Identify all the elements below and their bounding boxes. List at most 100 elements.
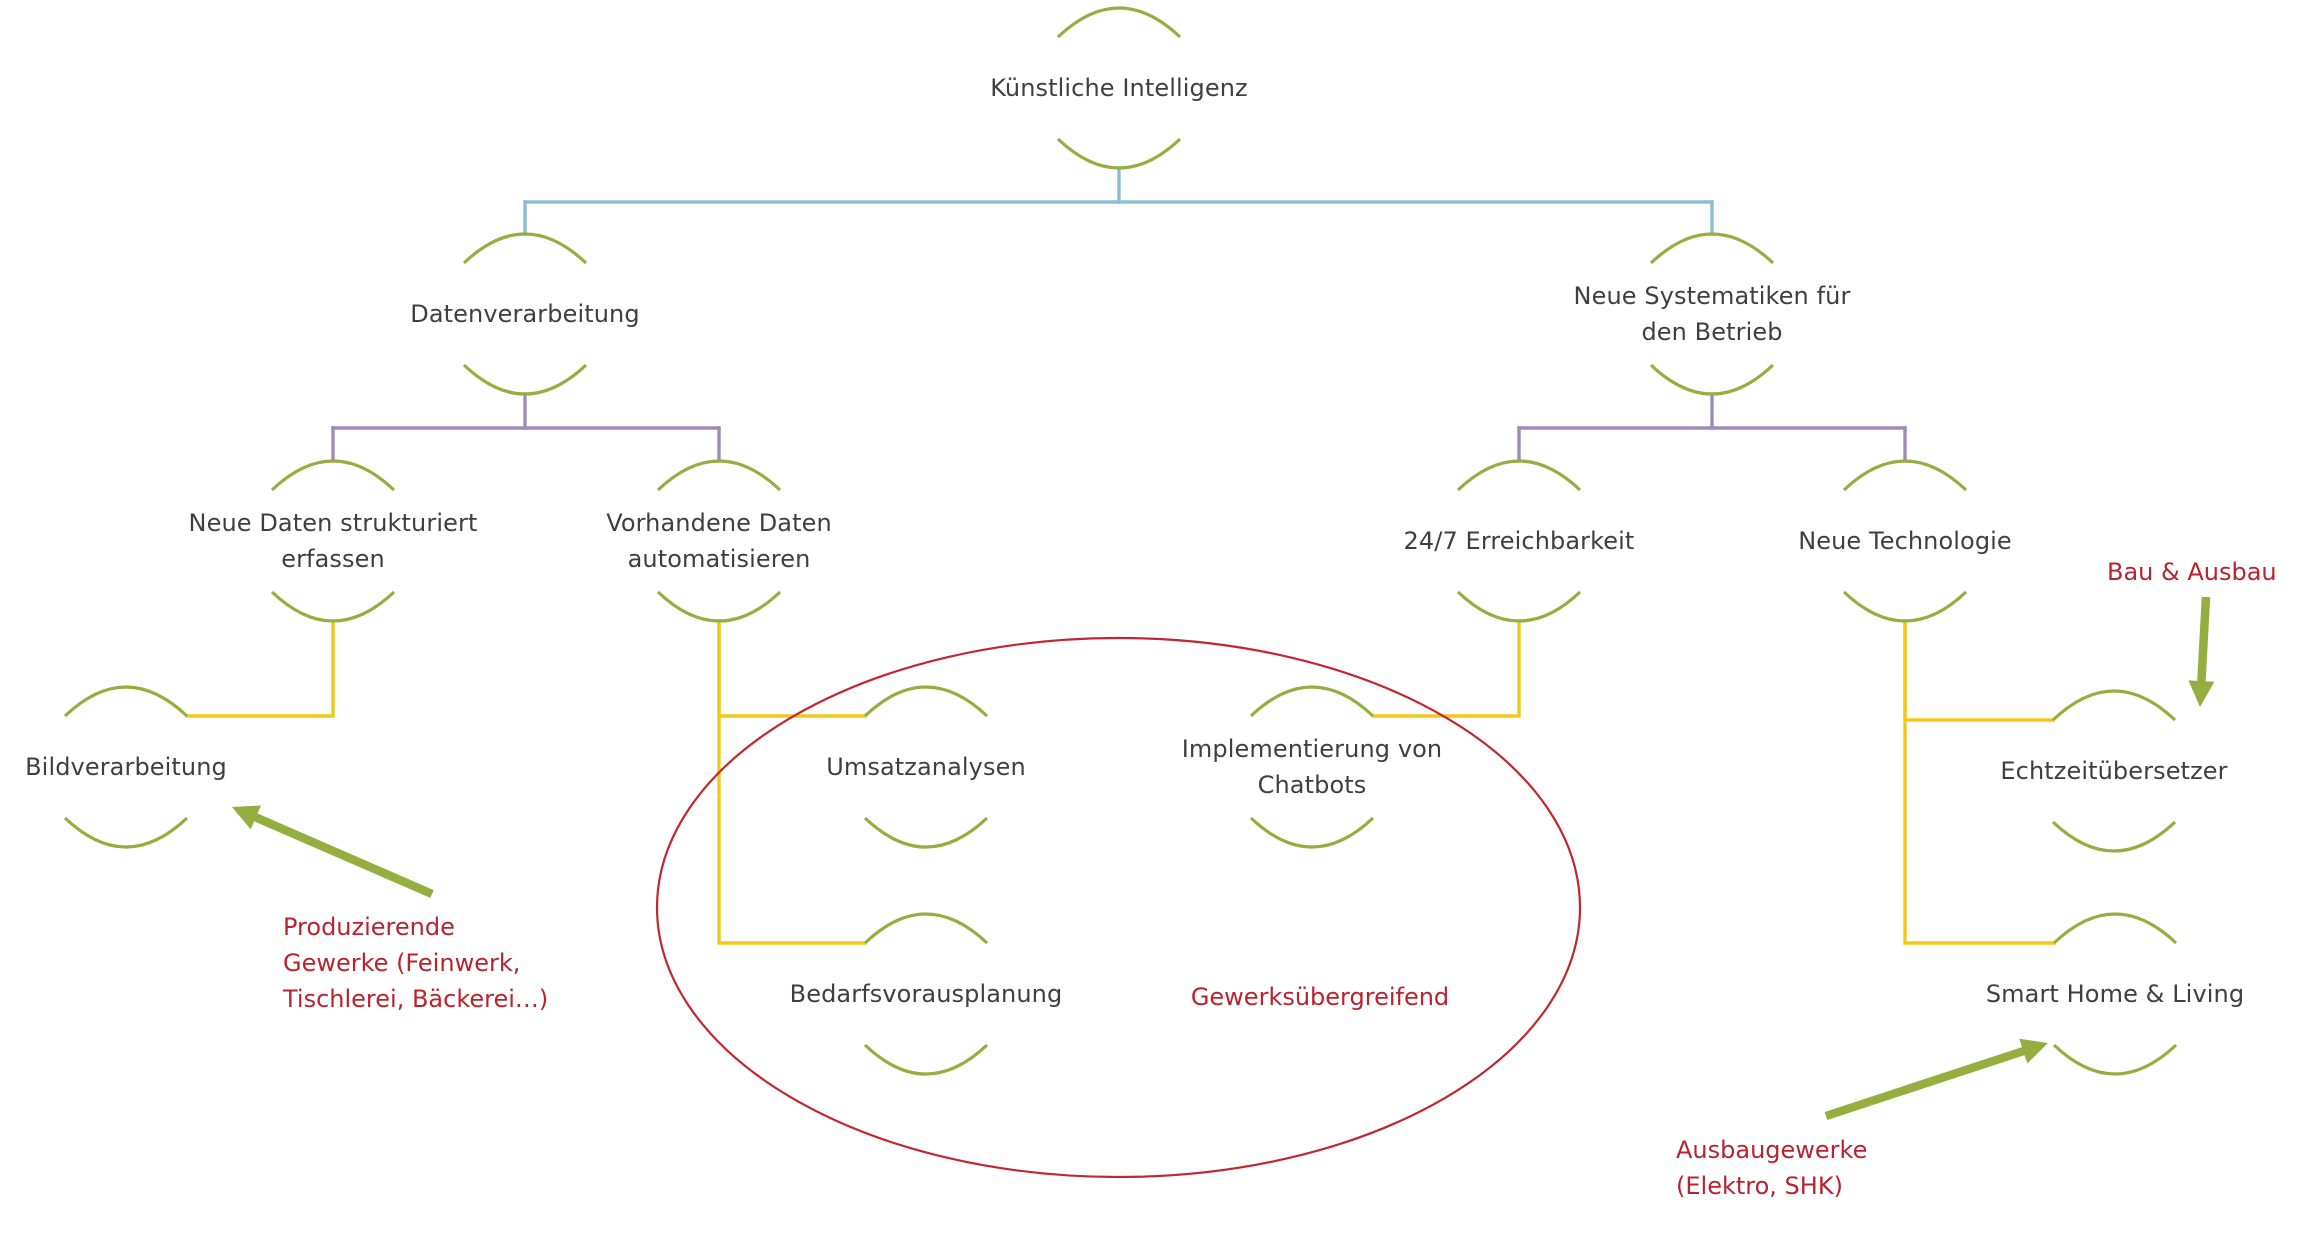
node-top-arc [1249,685,1375,718]
node-label: Neue Technologie [1798,527,2012,555]
node-label: Vorhandene Daten automatisieren [606,509,832,573]
annotation-label-line: Ausbaugewerke [1676,1136,1867,1164]
node-bottom-arc [1649,363,1775,396]
annotation-label-line: Bau & Ausbau [2107,558,2277,586]
node-bottom-arc [1056,137,1182,170]
connector-elbow-echtzeituebersetzer [1903,619,2055,722]
node-ki[interactable]: Künstliche Intelligenz [990,6,1248,170]
node-label: 24/7 Erreichbarkeit [1404,527,1635,555]
node-label: Bedarfsvorausplanung [790,980,1063,1008]
arrow-head-icon [2019,1038,2048,1064]
node-top-arc [1842,459,1968,492]
node-bottom-arc [1842,590,1968,623]
annotation-gewerksuebergreifend: Gewerksübergreifend [1191,983,1449,1011]
node-label-line: Chatbots [1258,771,1367,799]
node-bottom-arc [656,590,782,623]
node-label-line: 24/7 Erreichbarkeit [1404,527,1635,555]
node-layer: Künstliche IntelligenzDatenverarbeitungN… [25,6,2244,1076]
node-top-arc [1056,6,1182,39]
node-label-line: erfassen [281,545,385,573]
node-label: Neue Daten strukturiert erfassen [189,509,478,573]
node-label: Umsatzanalysen [826,753,1026,781]
connector-elbow-bildverarbeitung [185,619,335,718]
connector-layer [185,166,2056,945]
node-label: Neue Systematiken für den Betrieb [1574,282,1851,346]
node-bottom-arc [1249,816,1375,849]
node-top-arc [2051,689,2177,722]
node-top-arc [270,459,396,492]
node-umsatzanalysen[interactable]: Umsatzanalysen [826,685,1026,849]
annotation-label-line: (Elektro, SHK) [1676,1172,1843,1200]
node-erreichbarkeit[interactable]: 24/7 Erreichbarkeit [1404,459,1635,623]
annotation-label: Gewerksübergreifend [1191,983,1449,1011]
node-smart-home[interactable]: Smart Home & Living [1986,912,2244,1076]
node-neue-daten[interactable]: Neue Daten strukturiert erfassen [189,459,478,623]
arrow-shaft [2197,596,2211,684]
node-label-line: automatisieren [628,545,811,573]
annotation-bau-ausbau: Bau & Ausbau [2107,558,2277,707]
node-echtzeituebersetzer[interactable]: Echtzeitübersetzer [2000,689,2228,853]
node-label-line: Neue Technologie [1798,527,2012,555]
gewerksuebergreifend-ellipse [655,636,1582,1179]
connector-elbow-umsatzanalysen [717,619,867,718]
node-bildverarbeitung[interactable]: Bildverarbeitung [25,685,227,849]
annotation-label-line: Produzierende [283,913,455,941]
pointer-arrow-produzierende-gewerke [232,805,434,898]
arrow-shaft [252,812,434,898]
annotation-label: Bau & Ausbau [2107,558,2277,586]
node-top-arc [1456,459,1582,492]
node-top-arc [863,912,989,945]
node-bottom-arc [63,816,189,849]
node-label: Datenverarbeitung [410,300,639,328]
annotation-label-line: Tischlerei, Bäckerei…) [282,985,548,1013]
node-top-arc [2052,912,2178,945]
node-label: Künstliche Intelligenz [990,74,1248,102]
node-top-arc [462,232,588,265]
node-label: Echtzeitübersetzer [2000,757,2227,785]
node-label: Smart Home & Living [1986,980,2244,1008]
node-vorhandene-daten[interactable]: Vorhandene Daten automatisieren [606,459,832,623]
arrow-shaft [1824,1046,2027,1121]
annotation-label-line: Gewerksübergreifend [1191,983,1449,1011]
node-label-line: Bildverarbeitung [25,753,227,781]
node-label-line: Neue Systematiken für [1574,282,1851,310]
arrow-head-icon [2188,680,2215,707]
node-label-line: Vorhandene Daten [606,509,832,537]
node-label-line: Implementierung von [1182,735,1442,763]
node-neue-technologie[interactable]: Neue Technologie [1798,459,2012,623]
annotation-ausbaugewerke: Ausbaugewerke (Elektro, SHK) [1676,1038,2048,1200]
node-datenverarbeitung[interactable]: Datenverarbeitung [410,232,640,396]
node-label-line: den Betrieb [1641,318,1782,346]
node-bottom-arc [462,363,588,396]
arrow-head-icon [232,805,262,830]
node-bottom-arc [863,1043,989,1076]
node-label-line: Datenverarbeitung [410,300,639,328]
highlight-layer [655,636,1582,1179]
node-bottom-arc [270,590,396,623]
node-label: Bildverarbeitung [25,753,227,781]
node-label-line: Künstliche Intelligenz [990,74,1248,102]
node-bottom-arc [2051,820,2177,853]
node-label-line: Neue Daten strukturiert [189,509,478,537]
connector-elbow-chatbots [1371,619,1521,718]
pointer-arrow-ausbaugewerke [1824,1038,2048,1121]
pointer-arrow-bau-ausbau [2188,596,2215,707]
node-label-line: Bedarfsvorausplanung [790,980,1063,1008]
node-top-arc [863,685,989,718]
node-label-line: Echtzeitübersetzer [2000,757,2227,785]
node-bottom-arc [1456,590,1582,623]
node-top-arc [656,459,782,492]
node-bedarfsvorausplanung[interactable]: Bedarfsvorausplanung [790,912,1063,1076]
annotation-label-line: Gewerke (Feinwerk, [283,949,520,977]
node-neue-systematiken[interactable]: Neue Systematiken für den Betrieb [1574,232,1851,396]
node-label-line: Umsatzanalysen [826,753,1026,781]
node-top-arc [1649,232,1775,265]
node-bottom-arc [2052,1043,2178,1076]
node-top-arc [63,685,189,718]
